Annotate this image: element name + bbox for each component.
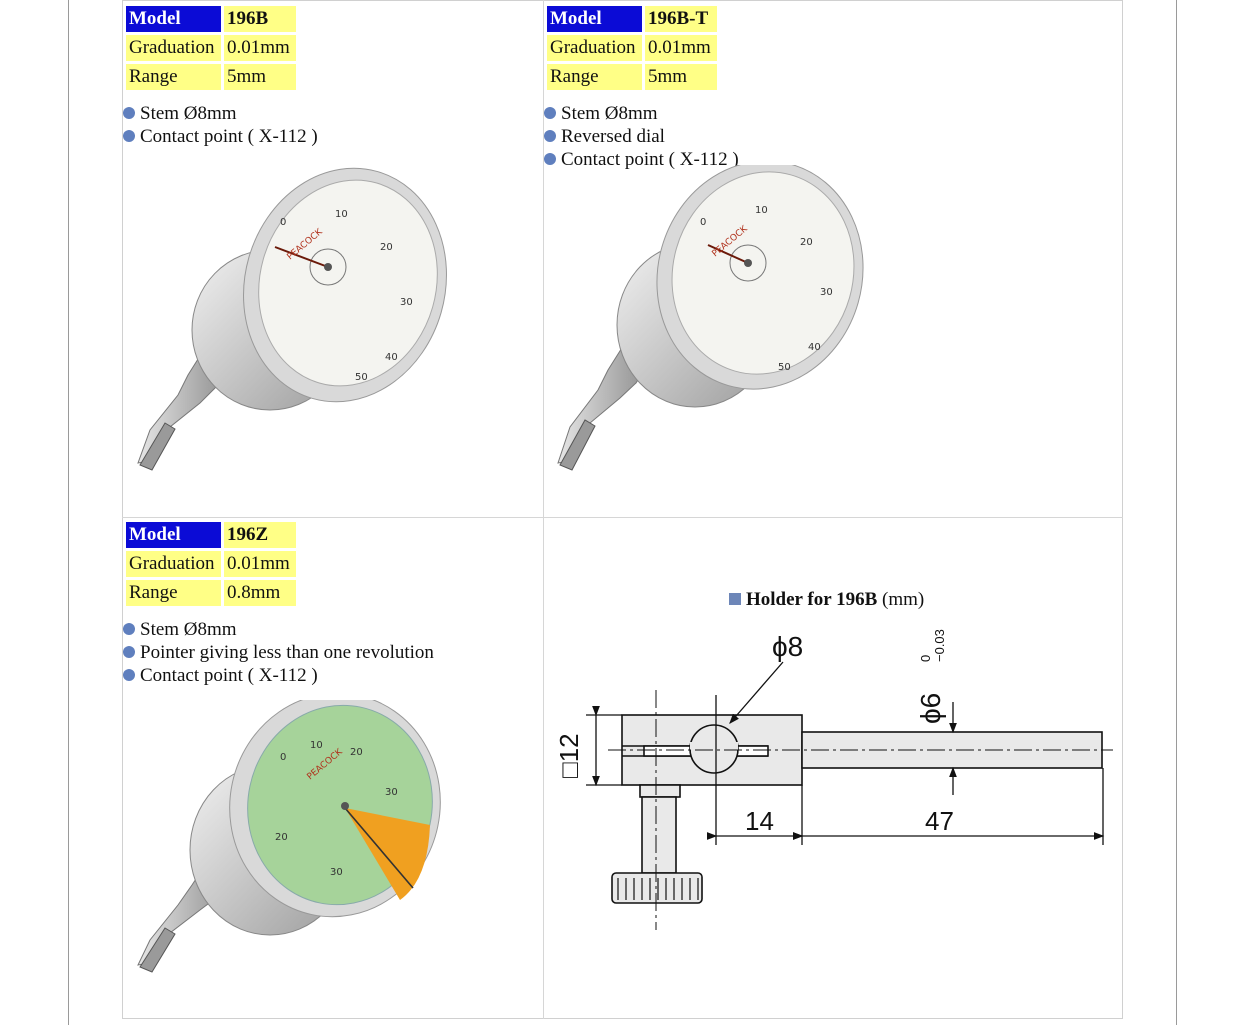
svg-text:40: 40 [385,352,398,363]
feature-item: Contact point ( X-112 ) [544,148,739,171]
bullet-icon [123,646,135,658]
spec-row-graduation: Graduation 0.01mm [547,35,717,61]
bullet-icon [123,107,135,119]
svg-text:20: 20 [275,832,288,843]
svg-text:40: 40 [808,342,821,353]
feature-item: Reversed dial [544,125,739,148]
dim-shaft: ϕ6 [915,693,946,724]
holder-caption: Holder for 196B (mm) [729,589,924,611]
graduation-label: Graduation [126,35,221,61]
dim-bore: ϕ8 [772,631,803,662]
range-label: Range [547,64,642,90]
bullet-icon [123,669,135,681]
spec-row-range: Range 0.8mm [126,580,296,606]
bullet-icon [544,153,556,165]
svg-text:50: 50 [355,372,368,383]
model-label: Model [126,6,221,32]
graduation-label: Graduation [126,551,221,577]
dim-shaft-tol-upper: 0 [918,655,933,662]
svg-text:30: 30 [820,287,833,298]
grid-column-divider [543,0,544,1019]
graduation-value: 0.01mm [645,35,717,61]
graduation-value: 0.01mm [224,35,296,61]
svg-text:50: 50 [778,362,791,373]
dim-shaft-tol-lower: −0.03 [932,629,947,662]
svg-text:0: 0 [700,217,706,228]
dim-height: □12 [554,733,584,778]
bullet-icon [123,623,135,635]
feature-item: Pointer giving less than one revolution [123,641,434,664]
spec-table-196b-t: Model 196B-T Graduation 0.01mm Range 5mm [544,3,720,93]
spec-row-range: Range 5mm [547,64,717,90]
svg-text:30: 30 [330,867,343,878]
svg-text:0: 0 [280,217,286,228]
range-value: 0.8mm [224,580,296,606]
feature-list-196b-t: Stem Ø8mm Reversed dial Contact point ( … [544,102,739,171]
graduation-value: 0.01mm [224,551,296,577]
spec-table-196b: Model 196B Graduation 0.01mm Range 5mm [123,3,299,93]
holder-dimension-drawing: ϕ8 □12 ϕ6 0 −0.03 14 47 [554,629,1113,930]
svg-text:30: 30 [385,787,398,798]
graduation-label: Graduation [547,35,642,61]
svg-text:10: 10 [310,740,323,751]
model-label: Model [547,6,642,32]
spec-row-graduation: Graduation 0.01mm [126,35,296,61]
spec-row-model: Model 196Z [126,522,296,548]
range-label: Range [126,580,221,606]
bullet-icon [123,130,135,142]
range-label: Range [126,64,221,90]
feature-item: Stem Ø8mm [123,618,434,641]
feature-item: Contact point ( X-112 ) [123,125,318,148]
page-border-right [1176,0,1177,1025]
product-grid [122,0,1123,1019]
model-value: 196B [224,6,296,32]
svg-text:10: 10 [335,209,348,220]
spec-row-graduation: Graduation 0.01mm [126,551,296,577]
grid-row-divider [122,517,1123,518]
feature-item: Contact point ( X-112 ) [123,664,434,687]
feature-list-196z: Stem Ø8mm Pointer giving less than one r… [123,618,434,687]
feature-item: Stem Ø8mm [123,102,318,125]
holder-caption-unit: (mm) [882,589,925,610]
spec-row-model: Model 196B [126,6,296,32]
dim-clamp-width: 14 [745,806,774,836]
model-value: 196Z [224,522,296,548]
spec-row-model: Model 196B-T [547,6,717,32]
dim-shaft-length: 47 [925,806,954,836]
feature-item: Stem Ø8mm [544,102,739,125]
range-value: 5mm [645,64,717,90]
model-label: Model [126,522,221,548]
range-value: 5mm [224,64,296,90]
page-border-left [68,0,69,1025]
bullet-icon [544,130,556,142]
model-value: 196B-T [645,6,717,32]
bullet-icon [544,107,556,119]
spec-row-range: Range 5mm [126,64,296,90]
svg-text:30: 30 [400,297,413,308]
svg-text:10: 10 [755,205,768,216]
svg-text:20: 20 [800,237,813,248]
square-bullet-icon [729,593,741,605]
svg-text:20: 20 [380,242,393,253]
svg-text:0: 0 [280,752,286,763]
spec-table-196z: Model 196Z Graduation 0.01mm Range 0.8mm [123,519,299,609]
svg-text:20: 20 [350,747,363,758]
holder-caption-title: Holder for 196B [746,589,878,610]
feature-list-196b: Stem Ø8mm Contact point ( X-112 ) [123,102,318,148]
